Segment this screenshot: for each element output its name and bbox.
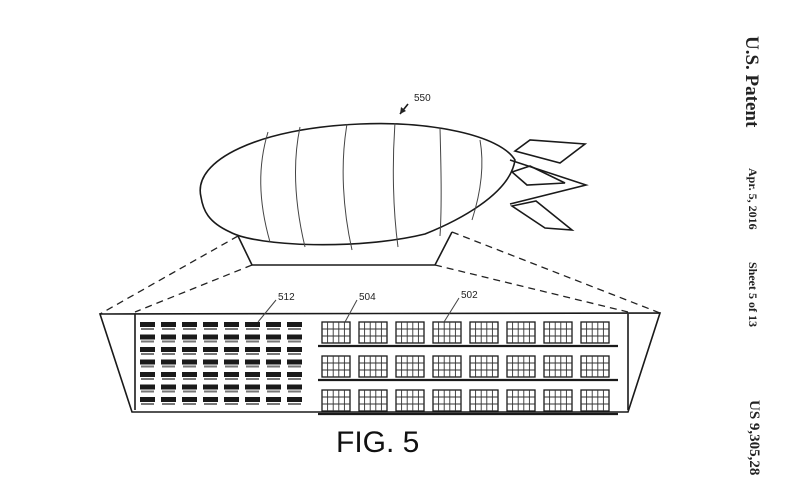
storage-bin	[266, 359, 281, 368]
ref-label-512: 512	[278, 292, 295, 303]
storage-bin	[161, 334, 176, 343]
storage-bin	[287, 359, 302, 368]
storage-bin	[266, 334, 281, 343]
storage-bin	[287, 334, 302, 343]
inventory-container	[506, 355, 536, 378]
storage-bin	[161, 359, 176, 368]
ref-labels: 512 504 502	[257, 290, 478, 323]
storage-bin	[203, 322, 218, 330]
storage-bin	[182, 384, 197, 393]
storage-bin	[182, 322, 197, 330]
storage-bin	[287, 384, 302, 393]
inventory-container	[321, 355, 351, 378]
inventory-container	[395, 355, 425, 378]
storage-bin	[224, 372, 239, 380]
storage-bin	[287, 347, 302, 355]
storage-bin	[224, 334, 239, 343]
storage-bin	[182, 397, 197, 405]
storage-bin	[245, 334, 260, 343]
storage-bin	[224, 384, 239, 393]
storage-bin	[203, 359, 218, 368]
storage-bin	[224, 359, 239, 368]
storage-bin	[245, 397, 260, 405]
ref-label-550: 550	[414, 93, 431, 104]
storage-bin	[245, 384, 260, 393]
storage-bin	[224, 347, 239, 355]
storage-bin	[182, 372, 197, 380]
storage-bin	[140, 397, 155, 405]
storage-bin	[182, 334, 197, 343]
inventory-container	[506, 321, 536, 344]
storage-bin	[203, 347, 218, 355]
storage-bin	[245, 322, 260, 330]
storage-bin	[161, 372, 176, 380]
inventory-area-502	[318, 321, 618, 416]
storage-bin	[266, 347, 281, 355]
ref-label-504: 504	[359, 292, 376, 303]
inventory-container	[506, 389, 536, 412]
inventory-container	[543, 355, 573, 378]
airship-550	[199, 122, 589, 266]
storage-bin	[266, 322, 281, 330]
storage-bin	[224, 397, 239, 405]
inventory-container	[469, 355, 499, 378]
storage-bin	[140, 384, 155, 393]
inventory-container	[469, 389, 499, 412]
inventory-container	[358, 389, 388, 412]
inventory-container	[543, 389, 573, 412]
storage-bin	[245, 359, 260, 368]
inventory-container	[321, 389, 351, 412]
storage-bin	[140, 347, 155, 355]
inventory-container	[580, 389, 610, 412]
storage-bin	[140, 322, 155, 330]
storage-bin	[182, 359, 197, 368]
storage-bin	[182, 347, 197, 355]
patent-number: US 9,305,28	[746, 400, 762, 476]
inventory-container	[395, 389, 425, 412]
projection-lines	[99, 231, 661, 315]
storage-bin	[266, 384, 281, 393]
inventory-container	[395, 321, 425, 344]
inventory-container	[580, 355, 610, 378]
storage-bin	[203, 384, 218, 393]
patent-title: U.S. Patent	[741, 36, 762, 128]
storage-bin	[140, 372, 155, 380]
storage-bin	[161, 384, 176, 393]
storage-bin	[161, 397, 176, 405]
storage-bay	[98, 312, 662, 416]
inventory-container	[432, 321, 462, 344]
storage-bin	[266, 397, 281, 405]
airship-ref-550: 550	[399, 93, 431, 115]
storage-bin	[140, 359, 155, 368]
storage-bin	[161, 322, 176, 330]
inventory-container	[543, 321, 573, 344]
storage-area-512	[140, 322, 302, 405]
inventory-container	[358, 355, 388, 378]
sheet-number: Sheet 5 of 13	[746, 262, 760, 327]
storage-bin	[287, 322, 302, 330]
inventory-container	[469, 321, 499, 344]
figure-label: FIG. 5	[336, 426, 419, 459]
inventory-container	[580, 321, 610, 344]
storage-bin	[245, 347, 260, 355]
inventory-container	[432, 389, 462, 412]
storage-bin	[245, 372, 260, 380]
inventory-container	[358, 321, 388, 344]
storage-bin	[161, 347, 176, 355]
inventory-container	[321, 321, 351, 344]
storage-bin	[140, 334, 155, 343]
ref-label-502: 502	[461, 290, 478, 301]
inventory-container	[432, 355, 462, 378]
storage-bin	[224, 322, 239, 330]
storage-bin	[266, 372, 281, 380]
storage-bin	[287, 397, 302, 405]
patent-date: Apr. 5, 2016	[746, 168, 760, 230]
storage-bin	[203, 372, 218, 380]
storage-bin	[203, 397, 218, 405]
storage-bin	[287, 372, 302, 380]
storage-bin	[203, 334, 218, 343]
